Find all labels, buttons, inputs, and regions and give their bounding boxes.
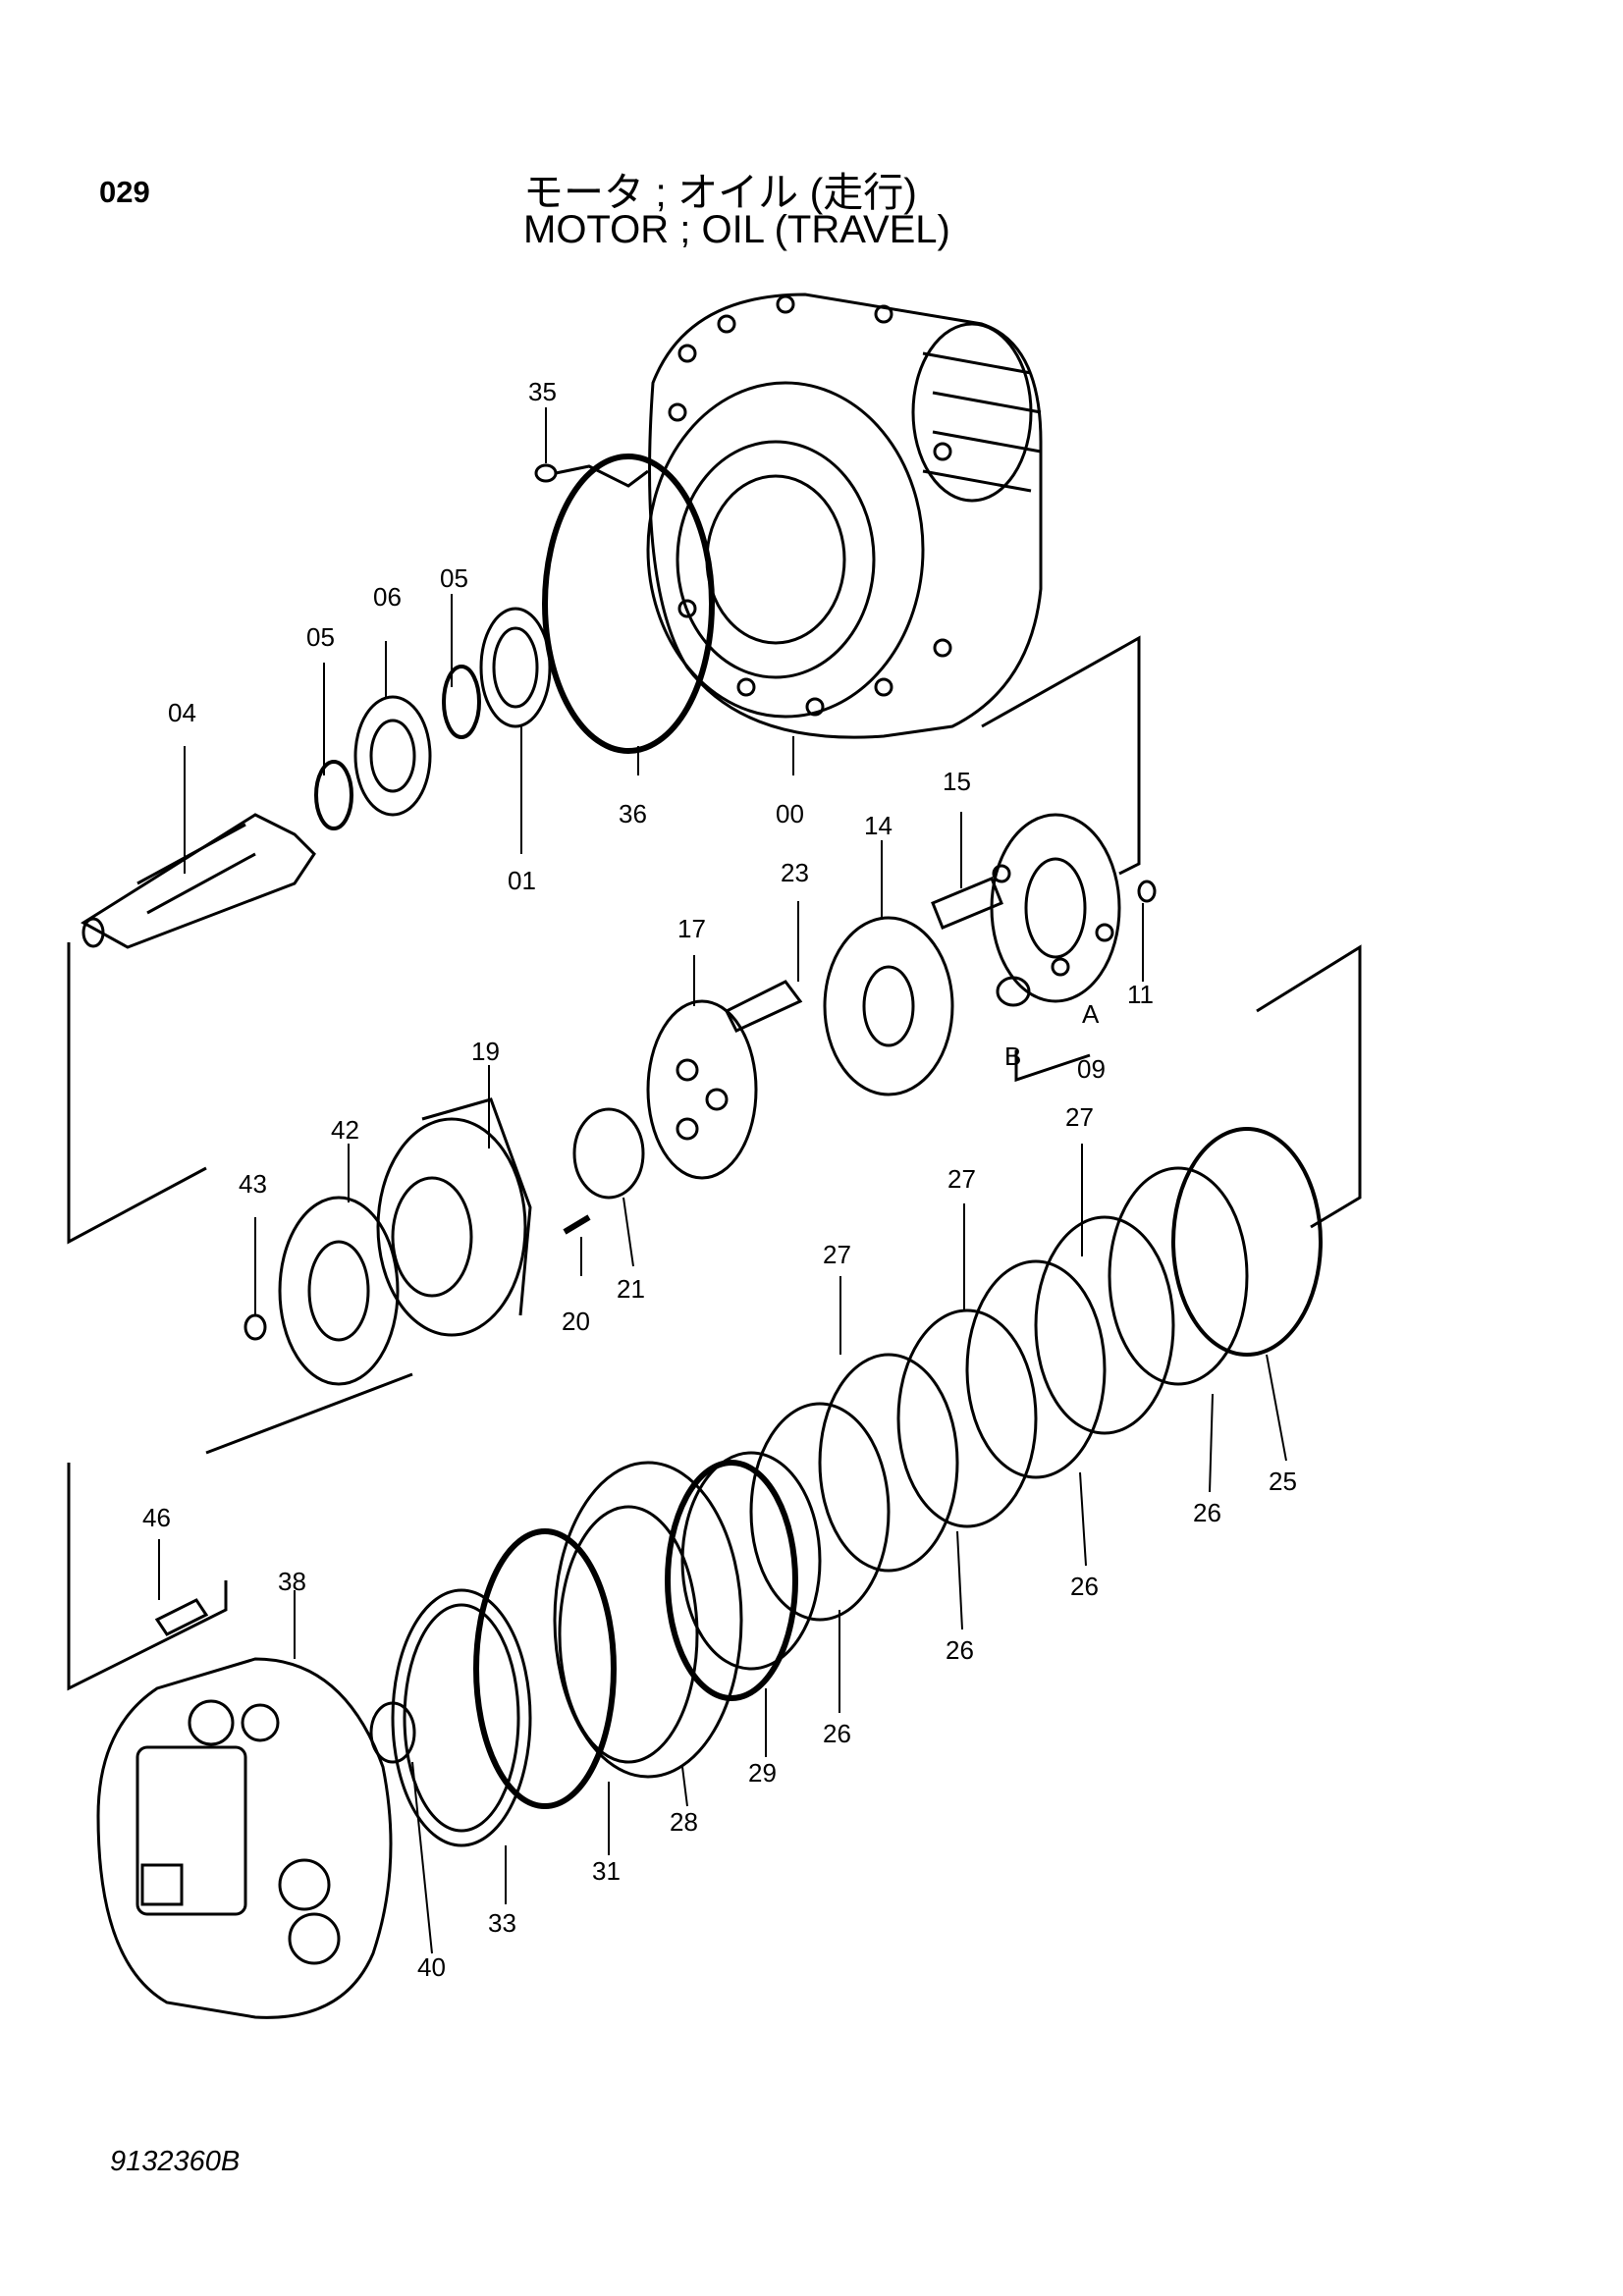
cylinder-block-19 bbox=[376, 1117, 527, 1337]
label-27-low: 27 bbox=[823, 1240, 851, 1269]
label-46: 46 bbox=[142, 1503, 171, 1532]
o-ring-35 bbox=[534, 463, 558, 483]
label-26-2: 26 bbox=[1070, 1572, 1099, 1601]
label-00: 00 bbox=[776, 799, 804, 828]
spring-holder-14 bbox=[823, 916, 954, 1096]
label-04: 04 bbox=[168, 698, 196, 727]
motor-housing bbox=[646, 293, 1043, 739]
label-35: 35 bbox=[528, 377, 557, 406]
label-26-4: 26 bbox=[823, 1719, 851, 1748]
label-36: 36 bbox=[619, 799, 647, 828]
drawing-code: 9132360B bbox=[110, 2146, 241, 2177]
label-09-a: A bbox=[1082, 999, 1100, 1029]
swash-plate-42 bbox=[278, 1196, 400, 1386]
label-26-3: 26 bbox=[946, 1635, 974, 1665]
label-27-mid: 27 bbox=[947, 1164, 976, 1194]
label-20: 20 bbox=[562, 1307, 590, 1336]
brake-piston-28 bbox=[553, 1461, 743, 1779]
label-14: 14 bbox=[864, 811, 893, 840]
label-19: 19 bbox=[471, 1037, 500, 1066]
oil-seal-01 bbox=[479, 607, 552, 728]
page-number: 029 bbox=[99, 175, 150, 209]
pin-23 bbox=[724, 980, 803, 1033]
valve-cover-38 bbox=[96, 1657, 393, 2019]
label-21: 21 bbox=[617, 1274, 645, 1304]
drive-shaft-04 bbox=[81, 813, 316, 949]
label-09: 09 bbox=[1077, 1054, 1106, 1084]
label-17: 17 bbox=[677, 914, 706, 943]
label-23: 23 bbox=[781, 858, 809, 887]
title-japanese: モータ ; オイル (走行) bbox=[523, 170, 917, 215]
valve-plate-09 bbox=[990, 813, 1121, 1003]
label-26-1: 26 bbox=[1193, 1498, 1221, 1527]
label-01: 01 bbox=[508, 866, 536, 895]
label-25: 25 bbox=[1269, 1467, 1297, 1496]
label-05-lower: 05 bbox=[306, 622, 335, 652]
label-05-upper: 05 bbox=[440, 563, 468, 593]
label-33: 33 bbox=[488, 1908, 516, 1938]
title-english: MOTOR ; OIL (TRAVEL) bbox=[523, 208, 950, 251]
label-09-b: B bbox=[1004, 1041, 1021, 1071]
label-29: 29 bbox=[748, 1758, 777, 1788]
friction-discs bbox=[680, 1127, 1323, 1671]
label-27-top: 27 bbox=[1065, 1102, 1094, 1132]
label-06: 06 bbox=[373, 582, 402, 612]
o-ring-36 bbox=[542, 454, 715, 754]
spherical-bushing-21 bbox=[572, 1107, 645, 1200]
label-11: 11 bbox=[1127, 980, 1154, 1009]
label-28: 28 bbox=[670, 1807, 698, 1837]
label-38: 38 bbox=[278, 1567, 306, 1596]
label-15: 15 bbox=[943, 767, 971, 796]
retainer-17 bbox=[646, 999, 758, 1180]
label-43: 43 bbox=[239, 1169, 267, 1199]
label-40: 40 bbox=[417, 1952, 446, 1982]
label-42: 42 bbox=[331, 1115, 359, 1145]
label-31: 31 bbox=[592, 1856, 621, 1886]
